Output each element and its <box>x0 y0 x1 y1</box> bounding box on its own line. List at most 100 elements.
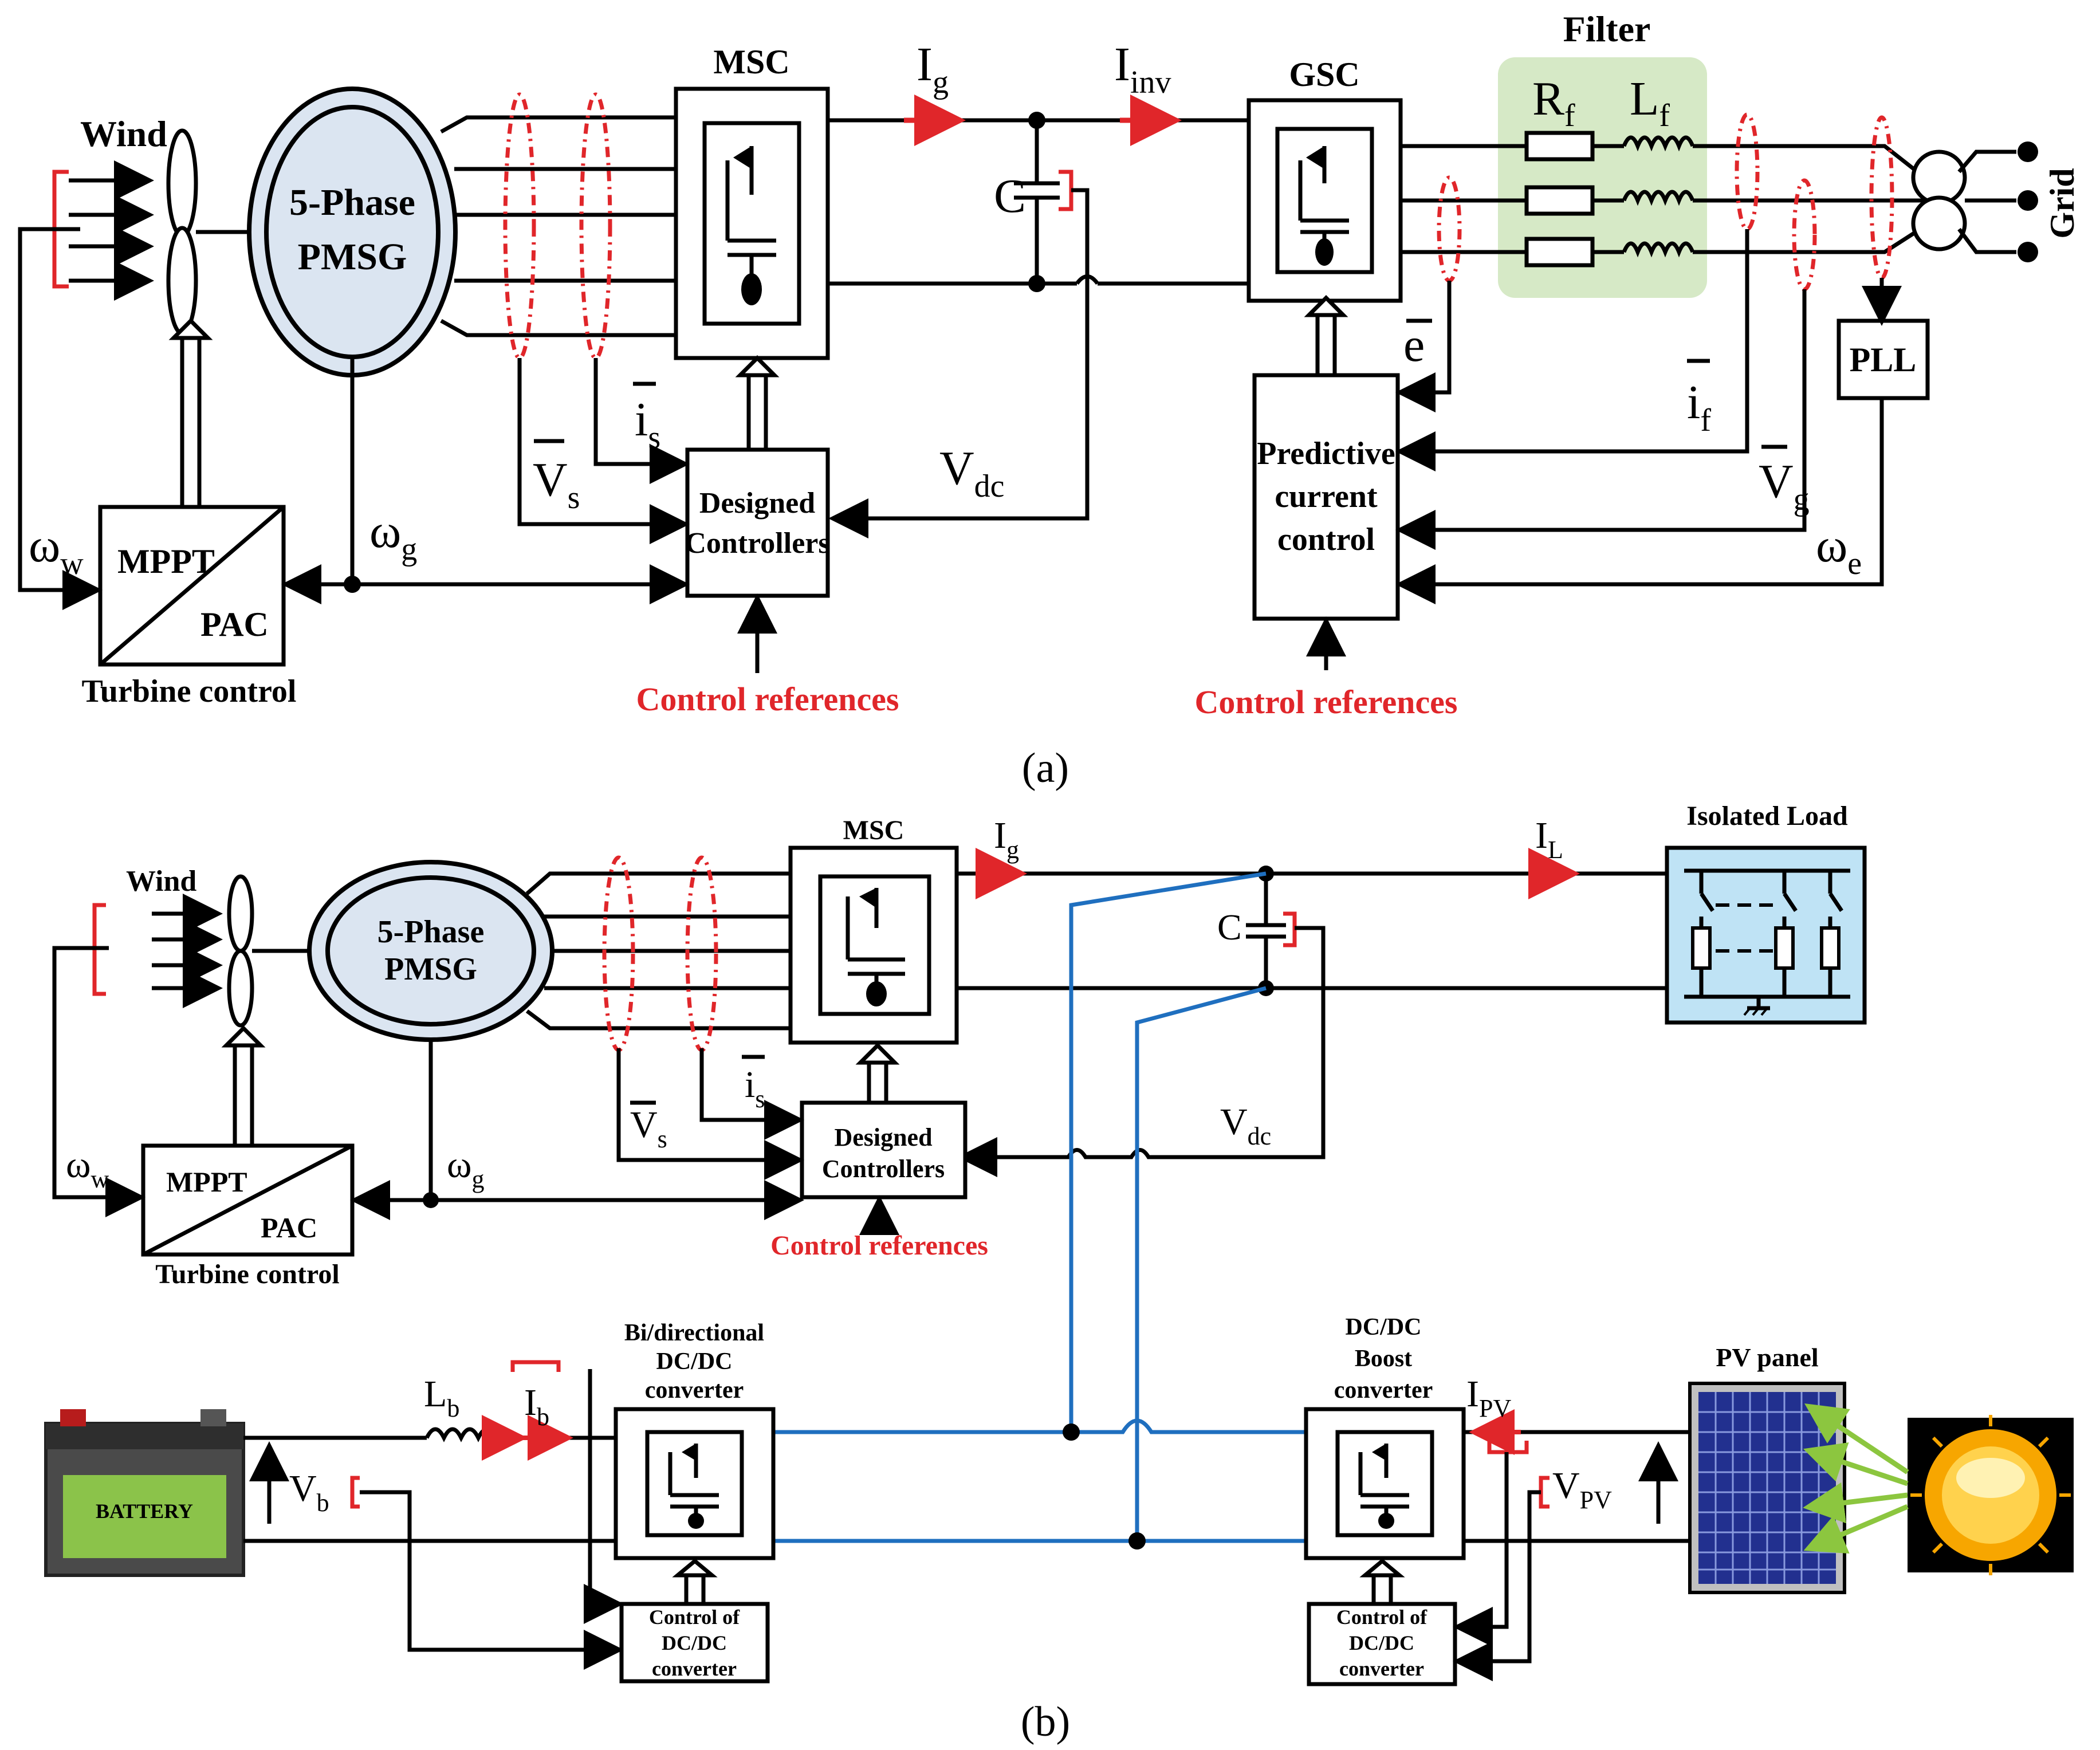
controllers-to-msc-arrow-a <box>735 355 780 450</box>
phase-lines-b <box>525 871 791 1031</box>
bidirectional-converter <box>614 1407 776 1560</box>
vs-symbol-b: Vs <box>630 1104 667 1153</box>
wind-label-a: Wind <box>80 113 167 154</box>
turbine-control-label-b: Turbine control <box>155 1259 339 1289</box>
if-feedback <box>1395 229 1749 471</box>
ctrl-dcdc-pv-line1: Control of <box>1336 1606 1427 1629</box>
we-symbol: ωe <box>1816 519 1862 581</box>
msc-label-a: MSC <box>713 43 789 81</box>
if-symbol: if <box>1687 376 1711 438</box>
vs-sensor-a <box>503 92 536 360</box>
battery-icon: BATTERY <box>44 1409 245 1577</box>
gsc-label-a: GSC <box>1289 56 1359 93</box>
caption-a: (a) <box>1022 745 1069 792</box>
mppt-to-turbine-arrow-b <box>221 1025 266 1146</box>
control-references-msc-a: Control references <box>636 681 899 718</box>
ww-symbol-b: ωw <box>66 1144 109 1193</box>
bidirectional-line1: Bi/directional <box>624 1320 764 1346</box>
panel-a: Wind 5-Phase PMSG <box>18 9 2081 792</box>
is-feedback-b <box>699 1048 804 1140</box>
c-symbol-b: C <box>1217 907 1242 947</box>
bidirectional-line3: converter <box>645 1377 744 1403</box>
boost-line2: Boost <box>1355 1346 1412 1372</box>
mppt-to-turbine-arrow-a <box>168 318 213 507</box>
control-references-msc-b: Control references <box>770 1230 988 1261</box>
wg-symbol-a: ωg <box>369 505 417 567</box>
caption-b: (b) <box>1021 1698 1070 1745</box>
ctrl-dcdc-pv-line3: converter <box>1339 1657 1424 1680</box>
we-feedback <box>1395 398 1884 604</box>
vg-feedback <box>1395 289 1807 550</box>
ctrl-dcdc-pv-line2: DC/DC <box>1349 1631 1414 1654</box>
is-sensor-a <box>579 92 612 360</box>
pv-panel-label: PV panel <box>1716 1343 1818 1372</box>
vpv-sensor <box>1539 1476 1550 1509</box>
controllers-to-msc-arrow-b <box>855 1043 900 1103</box>
pmsg-line2: PMSG <box>298 236 407 278</box>
e-feedback <box>1395 281 1452 412</box>
pmsg-line1: 5-Phase <box>289 182 415 223</box>
boost-converter <box>1304 1407 1466 1560</box>
vg-sensor-a <box>1792 178 1817 292</box>
ig-symbol-b: Ig <box>994 815 1019 864</box>
mppt-diagonal-a <box>99 505 285 666</box>
lf-symbol: Lf <box>1630 72 1670 133</box>
ipv-feedback <box>1453 1452 1509 1647</box>
is-feedback-a <box>593 358 690 484</box>
ctrl-dcdc-battery <box>619 1602 770 1684</box>
predictive-line3: control <box>1277 522 1375 557</box>
boost-line3: converter <box>1334 1377 1433 1403</box>
is-symbol-a: is <box>635 393 660 455</box>
filter-label: Filter <box>1563 9 1651 49</box>
vs-sensor-b <box>602 855 635 1052</box>
turbine-blade-icon-b <box>227 874 254 1028</box>
wind-label-b: Wind <box>126 865 196 898</box>
il-symbol: IL <box>1535 815 1563 864</box>
mppt-label-b: MPPT <box>166 1166 247 1198</box>
c-symbol-a: C <box>994 170 1026 223</box>
battery-label: BATTERY <box>96 1500 193 1523</box>
isolated-load-icon <box>1665 845 1867 1025</box>
predictive-line2: current <box>1275 479 1378 514</box>
vg-symbol: Vg <box>1759 455 1810 517</box>
vdc-sensor-a <box>1059 170 1073 211</box>
vs-symbol-a: Vs <box>533 453 580 516</box>
designed-controllers-b-line1: Designed <box>834 1123 932 1151</box>
pmsg-b-line2: PMSG <box>384 951 477 987</box>
vs-feedback-a <box>517 358 690 544</box>
is-sensor-b <box>685 855 718 1052</box>
transformer-icon-a <box>1911 141 2038 262</box>
vb-symbol: Vb <box>289 1468 329 1517</box>
bidirectional-line2: DC/DC <box>656 1348 733 1375</box>
msc-label-b: MSC <box>843 815 905 845</box>
ctrl-dcdc-battery-line1: Control of <box>649 1606 740 1629</box>
dc-link-a <box>828 112 1249 292</box>
vpv-feedback <box>1453 1490 1541 1681</box>
ww-feedback-a <box>18 227 103 610</box>
lb-inductor <box>424 1427 498 1442</box>
vdc-symbol-b: Vdc <box>1220 1101 1271 1150</box>
rf-symbol: Rf <box>1532 72 1575 133</box>
sun-rays <box>1803 1403 1909 1554</box>
pmsg-b-line1: 5-Phase <box>377 914 485 950</box>
turbine-control-label-a: Turbine control <box>82 674 297 709</box>
control-references-gsc: Control references <box>1194 683 1457 721</box>
dc-link-b <box>957 866 1667 996</box>
designed-controllers-a-line2: Controllers <box>685 527 829 560</box>
gsc-converter-a <box>1246 98 1403 303</box>
phase-lines-a <box>440 115 676 337</box>
ib-sensor <box>510 1360 561 1372</box>
e-sensor-a <box>1437 175 1462 283</box>
wind-arrows-a <box>69 160 154 301</box>
wind-arrows-b <box>152 894 223 1008</box>
pac-label-a: PAC <box>200 605 269 643</box>
designed-controllers-a <box>685 447 830 598</box>
vb-feedback <box>360 1490 624 1670</box>
pmsg-a: 5-Phase PMSG <box>247 86 458 377</box>
iinv-symbol-a: Iinv <box>1114 38 1171 100</box>
designed-controllers-b-line2: Controllers <box>822 1155 945 1183</box>
ctrl-dcdc-pv <box>1307 1602 1457 1686</box>
ww-feedback-b <box>52 946 145 1217</box>
